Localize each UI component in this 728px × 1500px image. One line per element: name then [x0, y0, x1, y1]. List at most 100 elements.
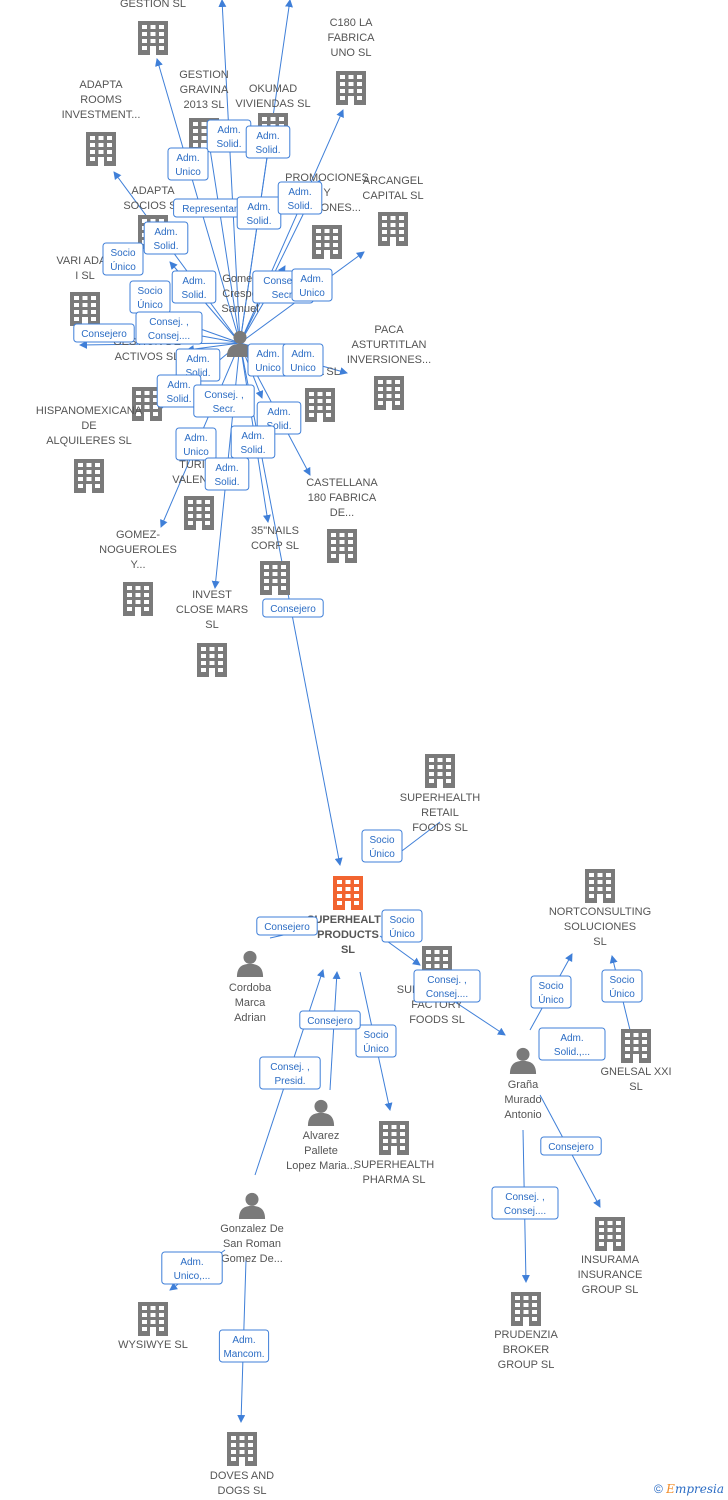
relation-label-text: Consej. ,Consej....: [504, 1192, 546, 1217]
relation-label-box: [530, 975, 572, 1009]
relation-label-line: Adm.: [184, 433, 207, 444]
relation-label[interactable]: Adm.Solid.,...: [538, 1027, 606, 1061]
relation-label-line: Secr.: [213, 404, 236, 415]
relation-label-line: Solid.: [216, 139, 241, 150]
relation-label[interactable]: Adm.Unico: [247, 343, 289, 377]
relation-label[interactable]: Consej. ,Secr.: [193, 384, 255, 418]
relation-label[interactable]: Adm.Solid.: [230, 425, 276, 459]
building-icon: [378, 212, 408, 246]
node-label-line: INVERSIONES...: [347, 354, 431, 366]
relation-label-line: Solid.: [214, 477, 239, 488]
relation-label[interactable]: Adm.Solid.: [143, 221, 189, 255]
relation-label-box: [204, 457, 250, 491]
node-label-line: GOMEZ-: [116, 529, 160, 541]
relation-label[interactable]: Adm.Unico,...: [161, 1251, 223, 1285]
relation-label[interactable]: Adm.Unico: [291, 268, 333, 302]
relation-label[interactable]: Adm.Solid.: [236, 196, 282, 230]
relation-label[interactable]: Adm.Solid.: [245, 125, 291, 159]
node-label-line: SL: [593, 936, 606, 948]
relation-label-line: Unico: [290, 363, 316, 374]
relation-label[interactable]: Consejero: [262, 598, 324, 618]
focus-company-icon: [333, 876, 363, 910]
relation-label-box: [218, 1329, 270, 1363]
relation-label-text: Adm.Solid.: [166, 380, 191, 405]
relation-label-box: [282, 343, 324, 377]
relation-label-line: Presid.: [274, 1076, 305, 1087]
relation-label[interactable]: Adm.Unico: [167, 147, 209, 181]
relation-label[interactable]: Adm.Solid.: [277, 181, 323, 215]
building-icon: [585, 869, 615, 903]
relation-label-box: [230, 425, 276, 459]
relation-label-box: [601, 969, 643, 1003]
relation-label-line: Secr.: [272, 290, 295, 301]
node-label-line: C180 LA: [330, 17, 373, 29]
relation-label-line: Unico,...: [174, 1271, 211, 1282]
relation-label[interactable]: Consej. ,Consej....: [491, 1186, 559, 1220]
node-label-line: 35"NAILS: [251, 525, 299, 537]
relation-label[interactable]: Adm.Solid.: [206, 119, 252, 153]
relation-label[interactable]: Consejero: [299, 1010, 361, 1030]
relation-label-box: [193, 384, 255, 418]
relation-label[interactable]: Adm.Unico: [282, 343, 324, 377]
relation-label[interactable]: Adm.Solid.: [156, 374, 202, 408]
node-label-line: Y: [323, 187, 331, 199]
node-label-line: HISPANOMEXICANA: [36, 405, 143, 417]
relation-label-line: Único: [369, 847, 395, 860]
relation-label-box: [299, 1010, 361, 1030]
relation-label[interactable]: Consejero: [256, 916, 318, 936]
relation-label[interactable]: Consej. ,Consej....: [135, 311, 203, 345]
brand-initial: E: [666, 1482, 675, 1496]
relation-label-line: Solid.: [153, 241, 178, 252]
empresia-footer[interactable]: © Empresia: [654, 1482, 724, 1496]
relation-label[interactable]: Adm.Mancom.: [218, 1329, 270, 1363]
relation-label-box: [73, 323, 135, 343]
company-node[interactable]: WYSIWYE SL: [118, 1302, 188, 1351]
relation-label[interactable]: Consej. ,Presid.: [259, 1056, 321, 1090]
relation-label[interactable]: Adm.Solid.: [204, 457, 250, 491]
relation-label[interactable]: Consej. ,Consej....: [413, 969, 481, 1003]
relation-label[interactable]: Adm.Unico: [175, 427, 217, 461]
company-node[interactable]: GESTION SL: [120, 0, 186, 55]
relation-label[interactable]: Consejero: [73, 323, 135, 343]
relation-label-line: Adm.: [167, 380, 190, 391]
relation-label[interactable]: Consejero: [540, 1136, 602, 1156]
relation-label[interactable]: Adm.Solid.: [171, 270, 217, 304]
